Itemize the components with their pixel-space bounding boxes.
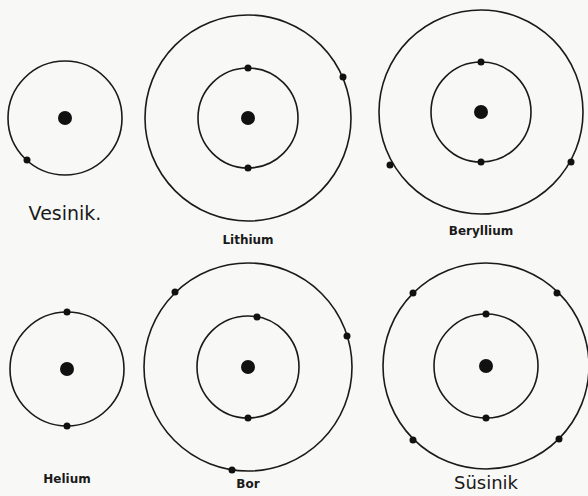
electron-shell bbox=[383, 263, 588, 469]
element-name: Beryllium bbox=[449, 225, 513, 237]
electron-shell bbox=[8, 61, 122, 175]
electron bbox=[64, 423, 71, 430]
electron bbox=[245, 65, 252, 72]
electron-shell bbox=[431, 62, 531, 162]
electron-shell bbox=[144, 263, 352, 471]
electron bbox=[556, 436, 563, 443]
electron bbox=[172, 289, 179, 296]
electron bbox=[478, 59, 485, 66]
electron bbox=[478, 159, 485, 166]
electron-shell bbox=[10, 312, 124, 426]
electron-shell bbox=[379, 10, 583, 214]
nucleus bbox=[241, 360, 255, 374]
electron-shell bbox=[145, 15, 351, 221]
nucleus bbox=[479, 359, 493, 373]
element-name: Helium bbox=[43, 473, 90, 485]
electron bbox=[24, 157, 31, 164]
electron bbox=[64, 309, 71, 316]
electron bbox=[554, 290, 561, 297]
electron bbox=[344, 333, 351, 340]
electron bbox=[254, 314, 261, 321]
electron bbox=[340, 74, 347, 81]
electron bbox=[568, 159, 575, 166]
electron bbox=[410, 437, 417, 444]
electron bbox=[245, 165, 252, 172]
nucleus bbox=[60, 362, 74, 376]
nucleus bbox=[58, 111, 72, 125]
electron bbox=[483, 415, 490, 422]
element-name: Süsinik bbox=[454, 474, 518, 492]
electron bbox=[483, 311, 490, 318]
electron-shell bbox=[198, 68, 298, 168]
electron bbox=[245, 415, 252, 422]
electron-shell bbox=[434, 314, 538, 418]
electron bbox=[387, 162, 394, 169]
element-name: Lithium bbox=[222, 234, 273, 246]
element-name: Vesinik. bbox=[29, 204, 102, 223]
electron bbox=[229, 467, 236, 474]
element-name: Bor bbox=[236, 478, 259, 490]
nucleus bbox=[241, 111, 255, 125]
nucleus bbox=[474, 105, 488, 119]
electron bbox=[410, 290, 417, 297]
electron-shell bbox=[197, 316, 299, 418]
